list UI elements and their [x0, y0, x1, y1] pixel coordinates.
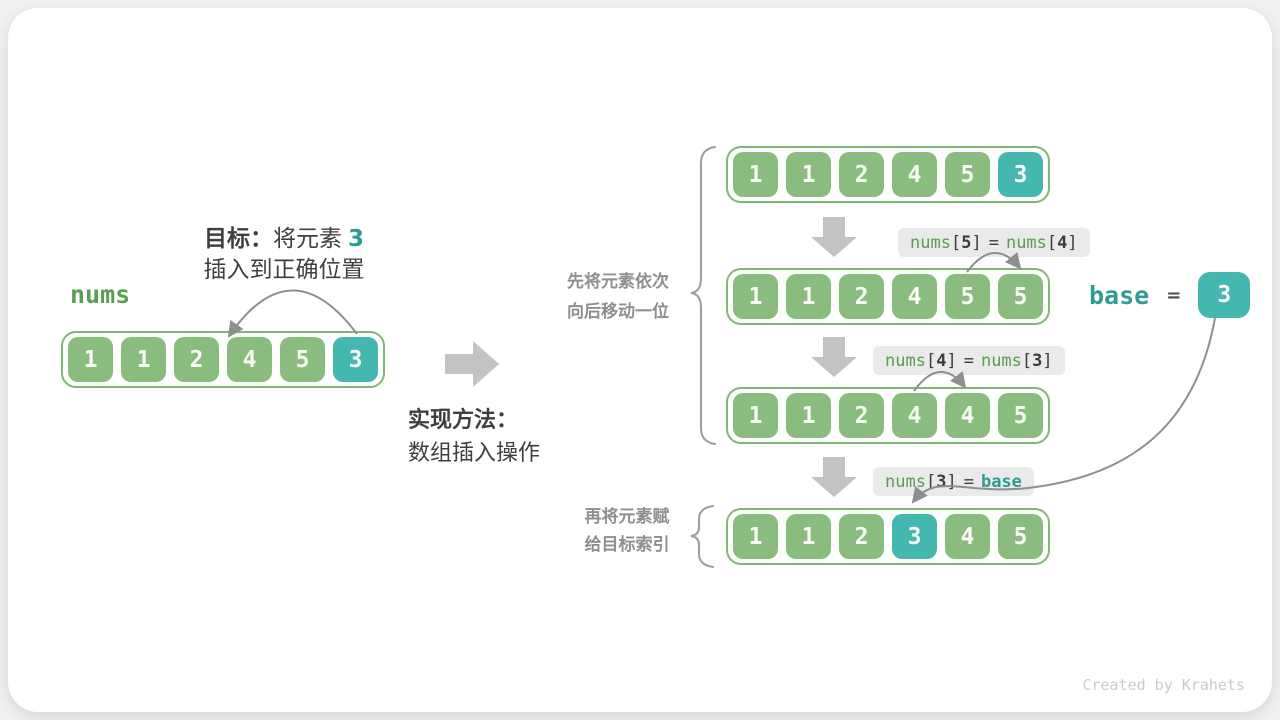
op3-bracket: [ [925, 471, 937, 492]
op2-bracket: [ [1021, 350, 1033, 371]
array-cell: 3 [998, 152, 1043, 197]
array-cell: 3 [333, 337, 378, 382]
op-label-1: nums[5]=nums[4] [898, 228, 1090, 257]
array-cell: 1 [786, 514, 831, 559]
goal-line2: 插入到正确位置 [203, 257, 365, 283]
array-cell: 5 [945, 274, 990, 319]
assign-annotation: 再将元素赋 给目标索引 [571, 503, 683, 559]
nums-variable-label: nums [70, 280, 131, 309]
array-cell: 4 [892, 152, 937, 197]
op3-equals: = [963, 471, 974, 492]
assign-annotation-line1: 再将元素赋 [584, 507, 670, 527]
shift-annotation: 先将元素依次 向后移动一位 [553, 267, 683, 327]
array-cell: 5 [998, 514, 1043, 559]
op2-bracket: [ [925, 350, 937, 371]
assign-annotation-line2: 给目标索引 [584, 535, 670, 555]
array-cell: 2 [174, 337, 219, 382]
goal-highlight-value: 3 [347, 226, 364, 252]
op1-index2: 4 [1057, 232, 1068, 253]
array-cell: 4 [892, 393, 937, 438]
array-cell: 2 [839, 274, 884, 319]
array-cell: 2 [839, 514, 884, 559]
base-equals: = [1166, 284, 1182, 306]
op2-fn2: nums [980, 350, 1022, 371]
step-down-arrow-icon-3 [811, 457, 857, 497]
array-cell: 3 [892, 514, 937, 559]
transform-right-arrow-icon [445, 341, 499, 387]
op1-index1: 5 [961, 232, 972, 253]
array-cell: 1 [733, 393, 778, 438]
op1-bracket: [ [1046, 232, 1058, 253]
op2-index2: 3 [1032, 350, 1043, 371]
array-cell: 5 [280, 337, 325, 382]
array-cell: 1 [733, 514, 778, 559]
op2-bracket: ] [946, 350, 957, 371]
shift-annotation-line2: 向后移动一位 [567, 302, 669, 322]
step-down-arrow-icon-1 [811, 217, 857, 257]
array-cell: 1 [786, 393, 831, 438]
array-cell: 5 [998, 274, 1043, 319]
op1-bracket: ] [971, 232, 982, 253]
op2-fn1: nums [885, 350, 926, 371]
op2-bracket: ] [1042, 350, 1053, 371]
array-cell: 4 [945, 393, 990, 438]
goal-insert-arc [227, 289, 358, 338]
array-cell: 2 [839, 393, 884, 438]
array-cell: 5 [945, 152, 990, 197]
array-cell: 1 [68, 337, 113, 382]
shift-annotation-line1: 先将元素依次 [567, 272, 669, 292]
goal-label: 目标： [203, 226, 273, 252]
array-cell: 1 [733, 152, 778, 197]
method-desc: 数组插入操作 [408, 441, 541, 466]
op1-fn2: nums [1005, 232, 1047, 253]
credit-text: Created by Krahets [1082, 676, 1245, 694]
array-cell: 4 [227, 337, 272, 382]
op1-bracket: ] [1067, 232, 1078, 253]
method-title: 实现方法： [408, 408, 519, 433]
op3-fn: nums [885, 471, 926, 492]
array-cell: 4 [892, 274, 937, 319]
op1-equals: = [988, 232, 999, 253]
array-cell: 1 [733, 274, 778, 319]
op2-index1: 4 [936, 350, 947, 371]
op3-bracket: ] [946, 471, 957, 492]
array-cell: 1 [786, 274, 831, 319]
assign-brace [690, 505, 714, 568]
step-down-arrow-icon-2 [811, 337, 857, 377]
op3-index: 3 [936, 471, 947, 492]
base-value-cell: 3 [1198, 272, 1251, 318]
op1-bracket: [ [950, 232, 962, 253]
op2-equals: = [963, 350, 974, 371]
base-label: base [1089, 280, 1150, 310]
array-cell: 1 [121, 337, 166, 382]
op-label-3: nums[3] = base [873, 467, 1034, 496]
method-text: 实现方法： 数组插入操作 [408, 404, 540, 470]
array-cell: 5 [998, 393, 1043, 438]
base-assignment: base = 3 [1089, 272, 1251, 318]
array-cell: 1 [786, 152, 831, 197]
op3-base: base [980, 471, 1022, 492]
op-label-2: nums[4]=nums[3] [873, 346, 1065, 375]
shift-group-brace [690, 146, 716, 445]
op1-fn1: nums [910, 232, 951, 253]
goal-mid: 将元素 [272, 226, 342, 252]
array-cell: 2 [839, 152, 884, 197]
array-cell: 4 [945, 514, 990, 559]
